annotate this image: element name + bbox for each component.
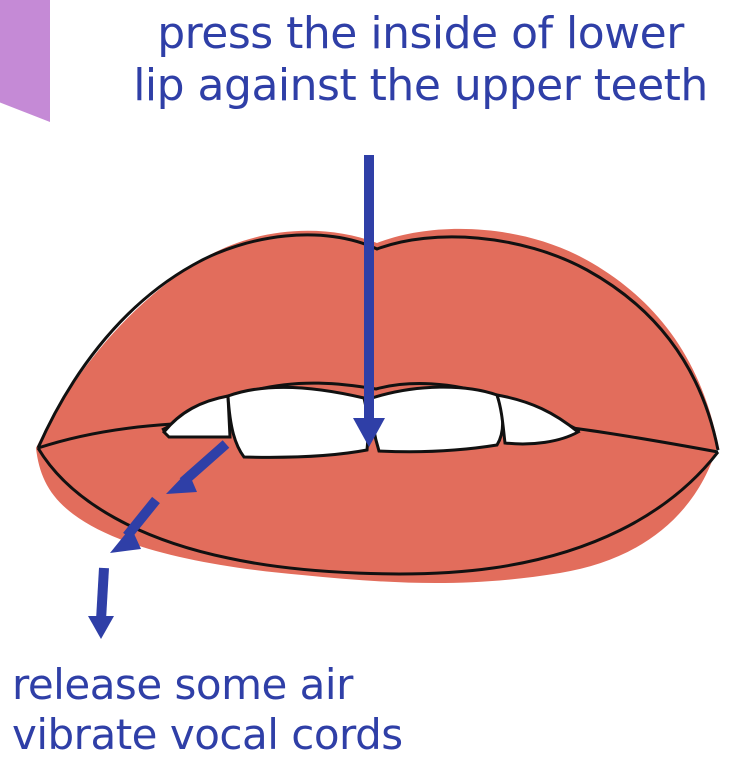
left-front-tooth <box>228 387 368 457</box>
bottom-instruction-line-2: vibrate vocal cords <box>12 710 432 760</box>
right-front-tooth <box>372 387 503 452</box>
air-arrow-lower-head <box>88 616 114 639</box>
bottom-instruction: release some air vibrate vocal cords <box>12 660 432 759</box>
bottom-instruction-line-1: release some air <box>12 660 432 710</box>
air-arrow-lower-shaft <box>101 568 104 620</box>
